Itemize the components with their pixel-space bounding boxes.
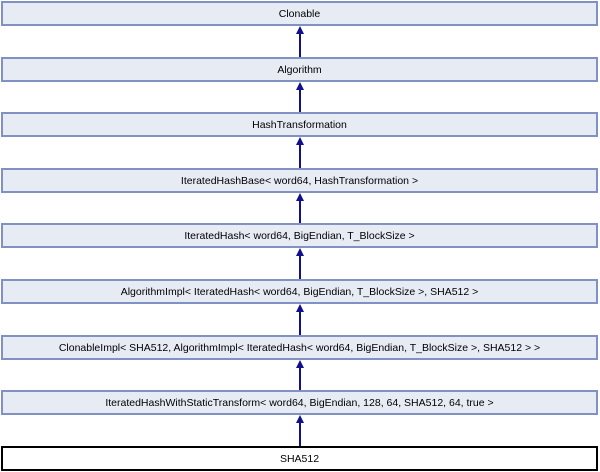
- node-clonable[interactable]: Clonable: [1, 1, 598, 26]
- node-sha512-current: SHA512: [1, 446, 598, 471]
- node-clonableimpl[interactable]: ClonableImpl< SHA512, AlgorithmImpl< Ite…: [1, 335, 598, 360]
- inheritance-arrow: [296, 248, 304, 279]
- arrow-shaft: [299, 200, 301, 223]
- node-iteratedhashwithstatictransform[interactable]: IteratedHashWithStaticTransform< word64,…: [1, 390, 598, 415]
- node-hashtransformation[interactable]: HashTransformation: [1, 112, 598, 137]
- inheritance-arrow: [296, 137, 304, 168]
- arrow-head-icon: [296, 248, 304, 256]
- node-algorithmimpl[interactable]: AlgorithmImpl< IteratedHash< word64, Big…: [1, 279, 598, 304]
- arrow-head-icon: [296, 360, 304, 368]
- arrow-shaft: [299, 144, 301, 168]
- inheritance-arrow: [296, 415, 304, 446]
- arrow-shaft: [299, 255, 301, 279]
- arrow-head-icon: [296, 26, 304, 34]
- node-iteratedhash[interactable]: IteratedHash< word64, BigEndian, T_Block…: [1, 223, 598, 248]
- node-algorithm[interactable]: Algorithm: [1, 57, 598, 82]
- arrow-shaft: [299, 367, 301, 390]
- inheritance-arrow: [296, 304, 304, 335]
- node-iteratedhashbase[interactable]: IteratedHashBase< word64, HashTransforma…: [1, 168, 598, 193]
- arrow-head-icon: [296, 415, 304, 423]
- arrow-shaft: [299, 422, 301, 446]
- inheritance-arrow: [296, 193, 304, 223]
- inheritance-arrow: [296, 26, 304, 57]
- inheritance-arrow: [296, 360, 304, 390]
- inheritance-arrow: [296, 82, 304, 112]
- arrow-head-icon: [296, 193, 304, 201]
- arrow-head-icon: [296, 137, 304, 145]
- arrow-shaft: [299, 33, 301, 57]
- arrow-head-icon: [296, 304, 304, 312]
- arrow-head-icon: [296, 82, 304, 90]
- arrow-shaft: [299, 311, 301, 335]
- arrow-shaft: [299, 89, 301, 112]
